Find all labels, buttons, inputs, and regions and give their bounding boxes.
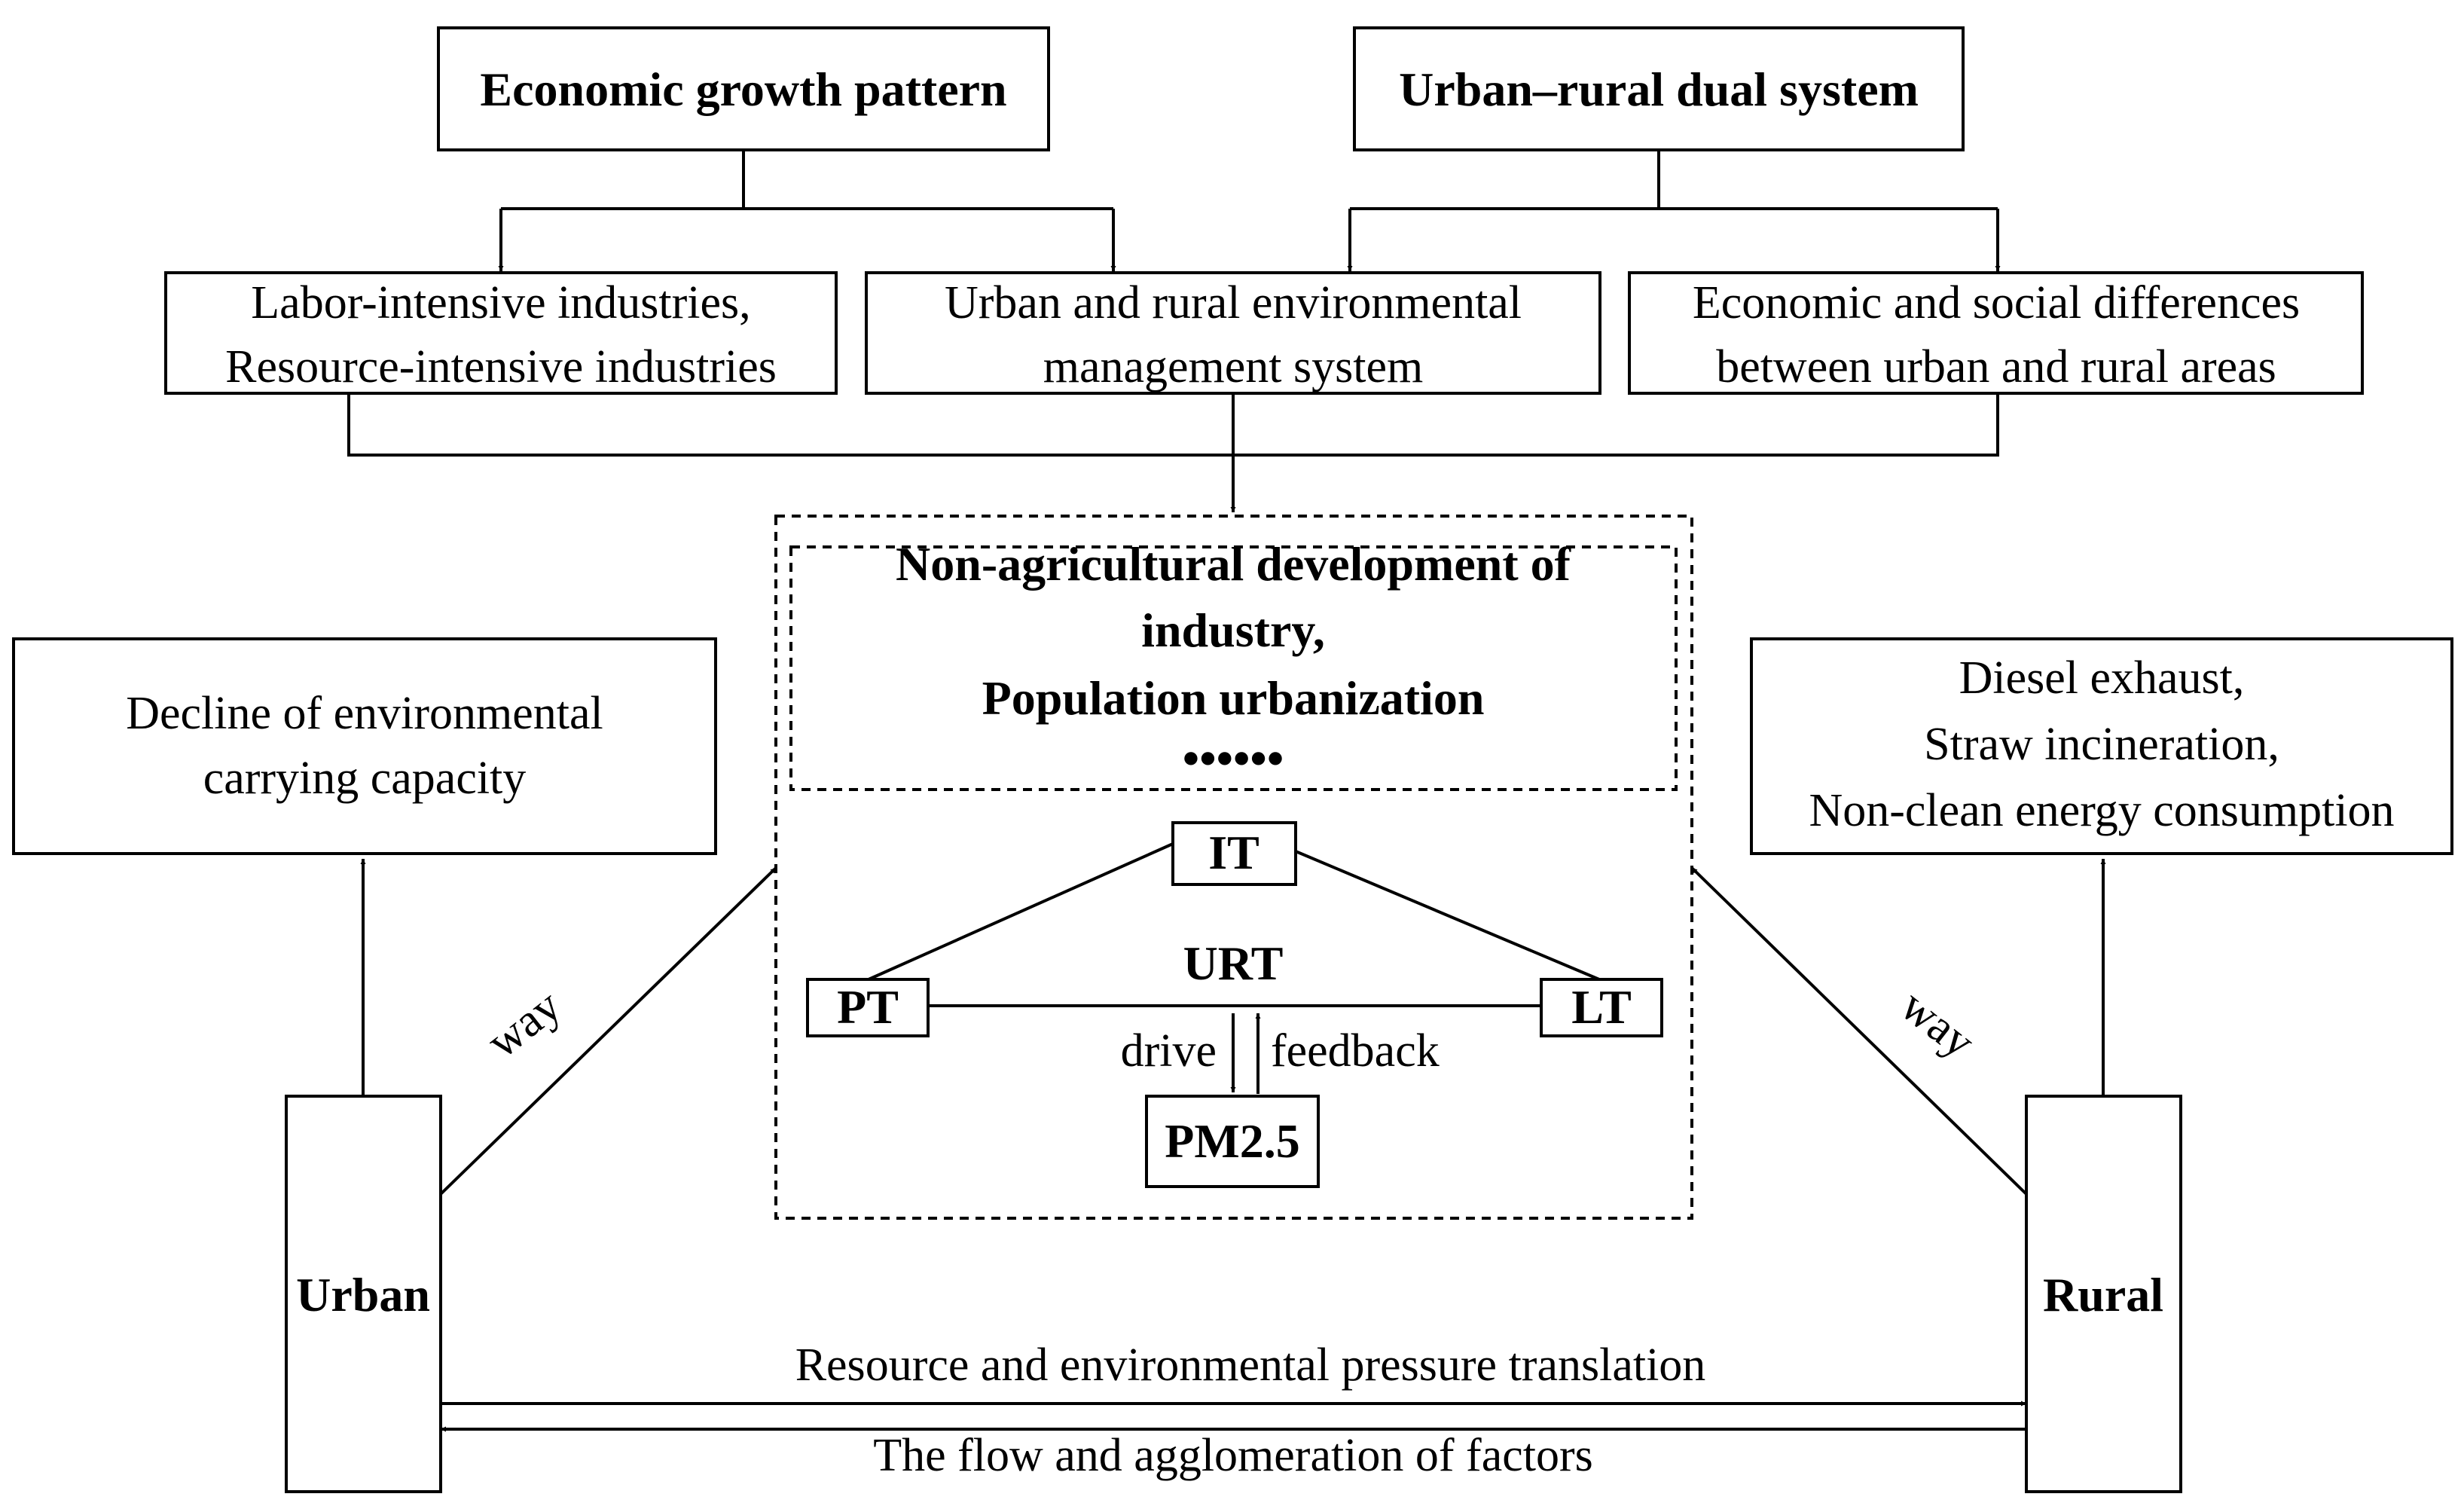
management-line-1: Urban and rural environmental xyxy=(945,277,1522,328)
environmental-capacity-line-2: carrying capacity xyxy=(203,753,527,804)
rural-pollution-line-1: Diesel exhaust, xyxy=(1959,652,2245,704)
environmental-capacity-box xyxy=(12,637,717,855)
economic-growth-label: Economic growth pattern xyxy=(480,63,1006,116)
lt-node-label: LT xyxy=(1571,980,1632,1034)
it-node xyxy=(1171,821,1297,886)
differences-box xyxy=(1628,271,2364,395)
way-left-label: way xyxy=(478,980,570,1068)
center-ellipsis: •••••• xyxy=(1183,732,1284,785)
rural-pollution-line-2: Straw incineration, xyxy=(1924,719,2279,770)
it-lt-line xyxy=(1295,850,1600,981)
merge-bracket xyxy=(347,393,1999,457)
rural-box xyxy=(2025,1095,2182,1493)
dual-system-box xyxy=(1353,26,1965,151)
urban-label: Urban xyxy=(296,1268,430,1321)
economic-growth-box xyxy=(437,26,1050,151)
rural-label: Rural xyxy=(2043,1268,2163,1321)
drive-label: drive xyxy=(1121,1025,1217,1077)
pt-node-label: PT xyxy=(837,980,899,1034)
dual-system-label: Urban–rural dual system xyxy=(1399,63,1919,116)
center-header-dashed-box xyxy=(789,545,1678,791)
rural-pollution-line-3: Non-clean energy consumption xyxy=(1809,785,2394,836)
urban-box xyxy=(285,1095,442,1493)
dual-system-connector xyxy=(1350,150,1998,210)
industries-line-1: Labor-intensive industries, xyxy=(251,277,750,328)
center-header-line-2: industry, xyxy=(1141,603,1325,657)
pm25-node xyxy=(1145,1095,1320,1188)
lt-node xyxy=(1540,978,1663,1037)
economic-growth-connector xyxy=(501,150,1113,210)
environmental-capacity-line-1: Decline of environmental xyxy=(126,688,603,739)
management-box xyxy=(865,271,1601,395)
center-header-line-3: Population urbanization xyxy=(982,671,1485,725)
pm25-node-label: PM2.5 xyxy=(1165,1114,1300,1168)
industries-box xyxy=(164,271,838,395)
urban-way-arrow xyxy=(439,866,777,1196)
factor-flow-label: The flow and agglomeration of factors xyxy=(873,1430,1593,1481)
it-pt-line xyxy=(868,842,1174,981)
management-line-2: management system xyxy=(1043,341,1423,393)
rural-way-arrow xyxy=(1690,866,2028,1196)
urt-label: URT xyxy=(1183,936,1284,990)
way-right-label: way xyxy=(1892,980,1984,1068)
differences-line-2: between urban and rural areas xyxy=(1716,341,2276,393)
industries-line-2: Resource-intensive industries xyxy=(225,341,777,393)
differences-line-1: Economic and social differences xyxy=(1693,277,2300,328)
center-header-line-1: Non-agricultural development of xyxy=(896,537,1571,591)
it-node-label: IT xyxy=(1208,826,1259,879)
feedback-label: feedback xyxy=(1271,1025,1440,1077)
pt-node xyxy=(806,978,930,1037)
pressure-translation-label: Resource and environmental pressure tran… xyxy=(795,1340,1706,1391)
rural-pollution-box xyxy=(1750,637,2453,855)
center-outer-dashed-box xyxy=(774,515,1693,1220)
